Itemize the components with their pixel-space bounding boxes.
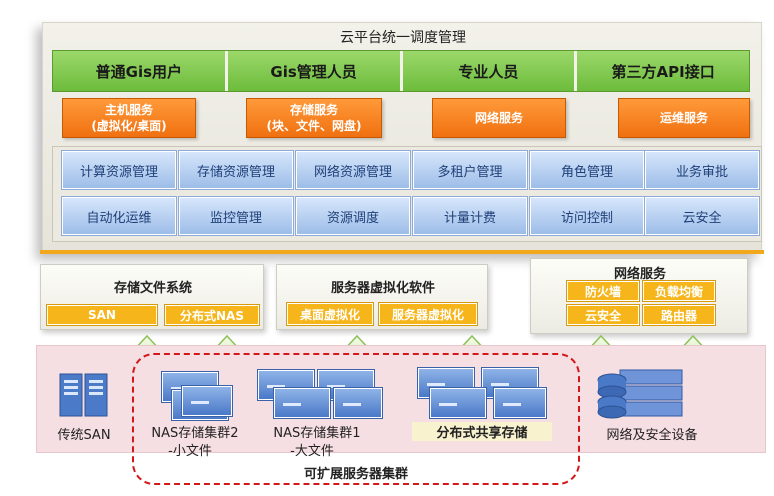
mgmt-monitoring: 监控管理	[179, 197, 293, 235]
cloud-security: 云安全	[567, 305, 639, 325]
server-virt-item: 服务器虚拟化	[379, 303, 477, 325]
network-service-box: 网络服务	[432, 98, 566, 138]
host-service-label: 主机服务	[104, 103, 153, 117]
ops-service-box: 运维服务	[618, 98, 750, 138]
mgmt-metering-billing: 计量计费	[413, 197, 527, 235]
server-icon	[182, 386, 232, 416]
traditional-san-label: 传统SAN	[57, 428, 111, 443]
mgmt-compute-resource: 计算资源管理	[62, 151, 176, 189]
host-service-sublabel: (虚拟化/桌面)	[91, 119, 167, 133]
server-icon	[274, 388, 330, 418]
router: 路由器	[643, 305, 715, 325]
user-roles-bar: 普通Gis用户 Gis管理人员 专业人员 第三方API接口	[52, 50, 750, 92]
mgmt-automated-ops: 自动化运维	[62, 197, 176, 235]
storage-fs-nas: 分布式NAS	[165, 305, 259, 325]
nas-cluster2-label: NAS存储集群2	[151, 426, 239, 441]
storage-fs-title: 存储文件系统	[113, 281, 192, 296]
san-storage-icon	[59, 373, 108, 417]
storage-fs-san: SAN	[47, 305, 157, 325]
storage-service-box: 存储服务 (块、文件、网盘)	[246, 98, 382, 138]
server-virt-title: 服务器虚拟化软件	[330, 281, 435, 296]
platform-title: 云平台统一调度管理	[340, 30, 466, 46]
load-balancer: 负载均衡	[643, 281, 715, 301]
nas-cluster2-sublabel: -小文件	[168, 444, 212, 459]
user-role-gis-user: 普通Gis用户	[53, 51, 228, 91]
mgmt-multi-tenant: 多租户管理	[413, 151, 527, 189]
scalable-cluster-outline	[132, 353, 580, 485]
network-device-icon	[597, 369, 683, 419]
user-role-professional: 专业人员	[403, 51, 578, 91]
mgmt-network-resource: 网络资源管理	[296, 151, 410, 189]
network-svc-box: 网络服务 防火墙 负载均衡 云安全 路由器	[530, 258, 748, 334]
mgmt-access-control: 访问控制	[530, 197, 644, 235]
user-role-third-party-api: 第三方API接口	[611, 62, 715, 81]
storage-fs-box: 存储文件系统 SAN 分布式NAS	[40, 264, 264, 330]
storage-service-sublabel: (块、文件、网盘)	[266, 119, 362, 133]
server-icon	[430, 388, 486, 418]
network-service-label: 网络服务	[474, 111, 523, 125]
nas-cluster1-label: NAS存储集群1	[273, 426, 361, 441]
mgmt-cloud-security: 云安全	[645, 197, 759, 235]
server-virt-box: 服务器虚拟化软件 桌面虚拟化 服务器虚拟化	[276, 264, 488, 330]
mgmt-business-approval: 业务审批	[645, 151, 759, 189]
server-icon	[334, 388, 382, 418]
scalable-cluster-label: 可扩展服务器集群	[303, 467, 408, 482]
desktop-virt: 桌面虚拟化	[287, 303, 373, 325]
host-service-box: 主机服务 (虚拟化/桌面)	[62, 98, 196, 138]
server-icon	[494, 388, 546, 418]
nas-cluster1-sublabel: -大文件	[290, 444, 334, 459]
user-role-gis-admin: Gis管理人员	[228, 51, 403, 91]
mgmt-resource-scheduling: 资源调度	[296, 197, 410, 235]
network-security-label: 网络及安全设备	[606, 428, 698, 443]
storage-service-label: 存储服务	[289, 103, 338, 117]
mgmt-role: 角色管理	[530, 151, 644, 189]
network-svc-title: 网络服务	[613, 267, 666, 282]
layer-divider	[40, 250, 764, 254]
mgmt-storage-resource: 存储资源管理	[179, 151, 293, 189]
distributed-storage-label: 分布式共享存储	[412, 422, 552, 441]
ops-service-label: 运维服务	[659, 111, 708, 125]
firewall: 防火墙	[567, 281, 639, 301]
